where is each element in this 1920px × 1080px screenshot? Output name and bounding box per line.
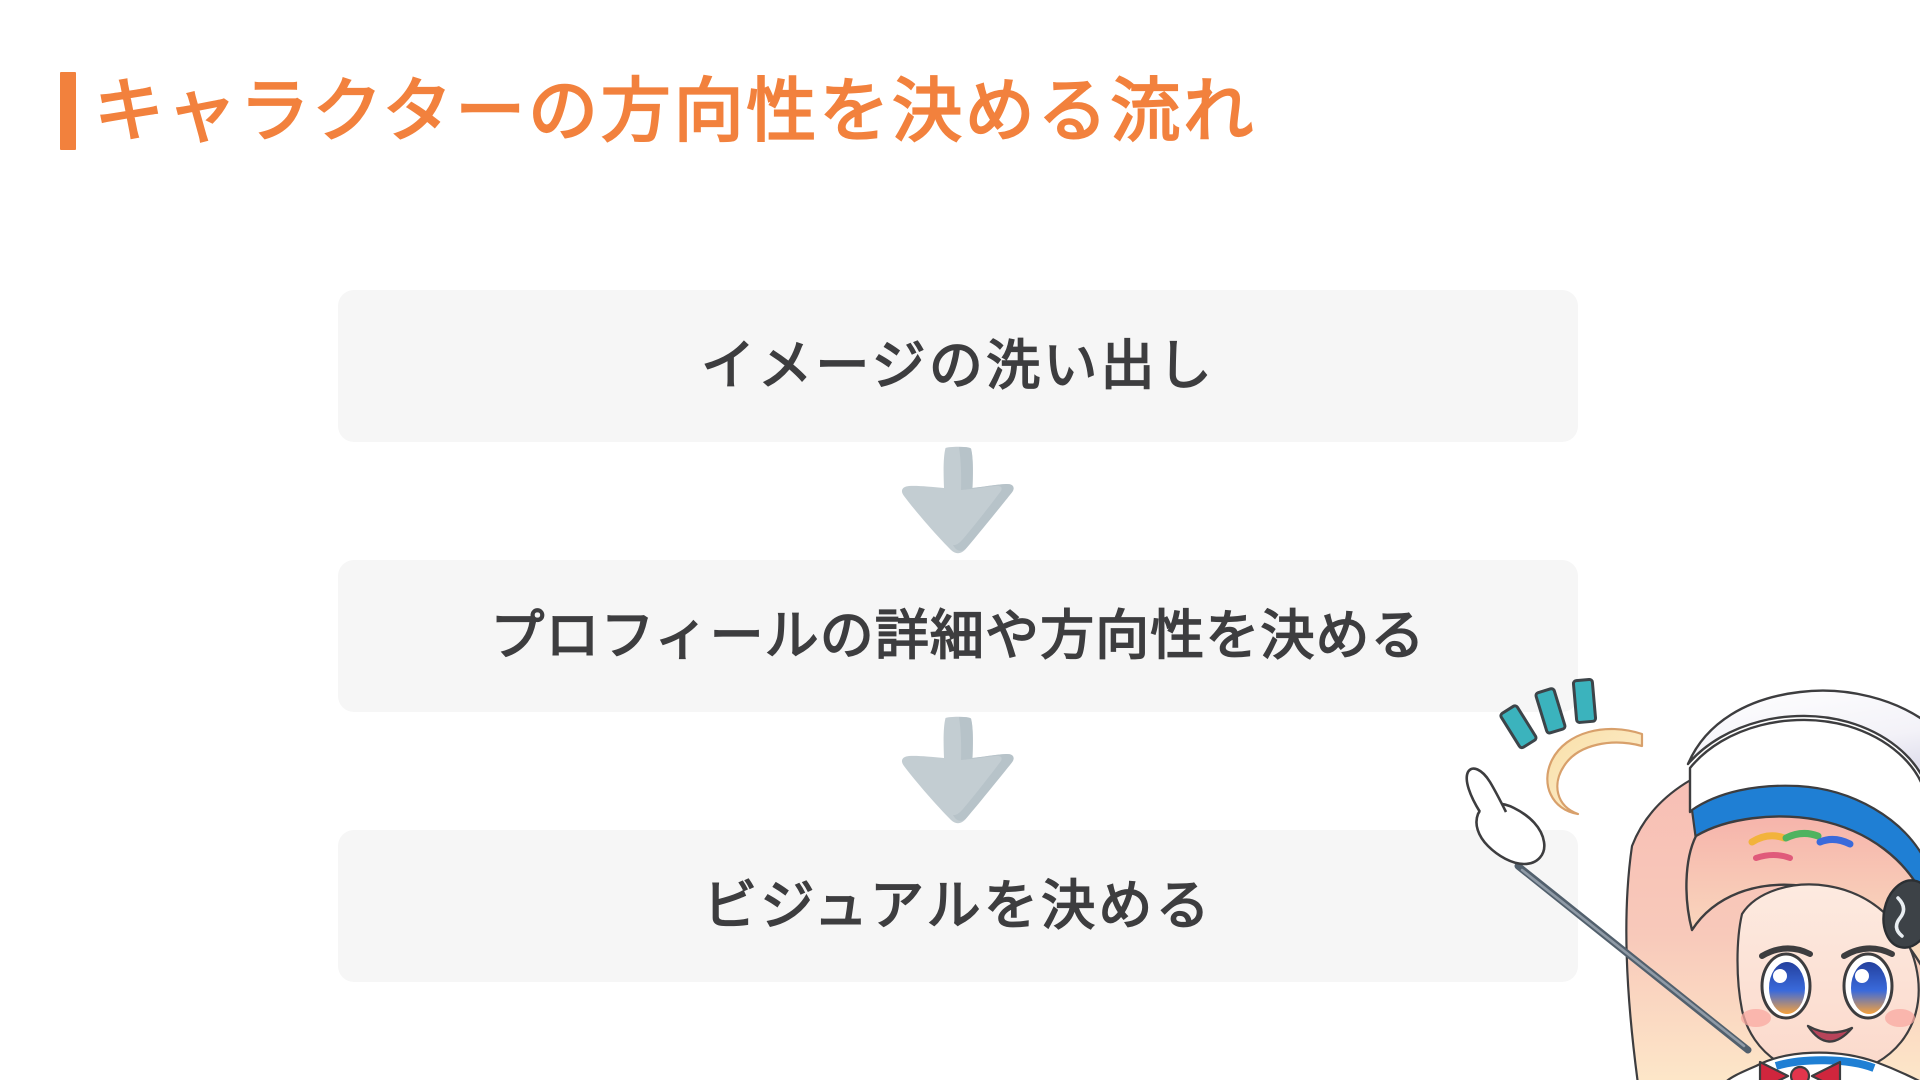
flow-step-1: イメージの洗い出し	[338, 290, 1578, 442]
hair-confetti	[1748, 829, 1854, 861]
title-accent-bar	[60, 72, 76, 150]
sailor-collar	[1726, 1051, 1920, 1080]
down-arrow-icon	[901, 446, 1014, 554]
title-label: キャラクターの方向性を決める流れ	[94, 70, 1256, 152]
flow-step-3: ビジュアルを決める	[338, 830, 1578, 982]
left-eye	[1759, 945, 1813, 1020]
sailor-hat-icon	[1686, 689, 1920, 895]
right-blush	[1885, 1009, 1915, 1027]
headphone-icon	[1882, 879, 1920, 949]
face	[1736, 883, 1920, 1077]
front-hair-bangs	[1685, 815, 1920, 966]
flow-step-2-label: プロフィールの詳細や方向性を決める	[490, 604, 1426, 668]
down-arrow-icon	[901, 716, 1014, 824]
ribbon-bow	[1758, 1060, 1842, 1080]
flow-step-3-label: ビジュアルを決める	[703, 874, 1213, 938]
back-hair	[1625, 749, 1920, 1080]
flow-diagram: イメージの洗い出し プロフィールの詳細や方向性を決める ビジュアルを決める	[338, 290, 1578, 982]
hat-band	[1690, 784, 1920, 895]
mouth	[1806, 1024, 1854, 1043]
left-blush	[1741, 1009, 1771, 1027]
flow-connector-1	[338, 442, 1578, 560]
page-title: キャラクターの方向性を決める流れ	[60, 72, 1256, 150]
flow-step-2: プロフィールの詳細や方向性を決める	[338, 560, 1578, 712]
flow-step-1-label: イメージの洗い出し	[700, 334, 1216, 398]
right-eye	[1841, 945, 1895, 1020]
flow-connector-2	[338, 712, 1578, 830]
